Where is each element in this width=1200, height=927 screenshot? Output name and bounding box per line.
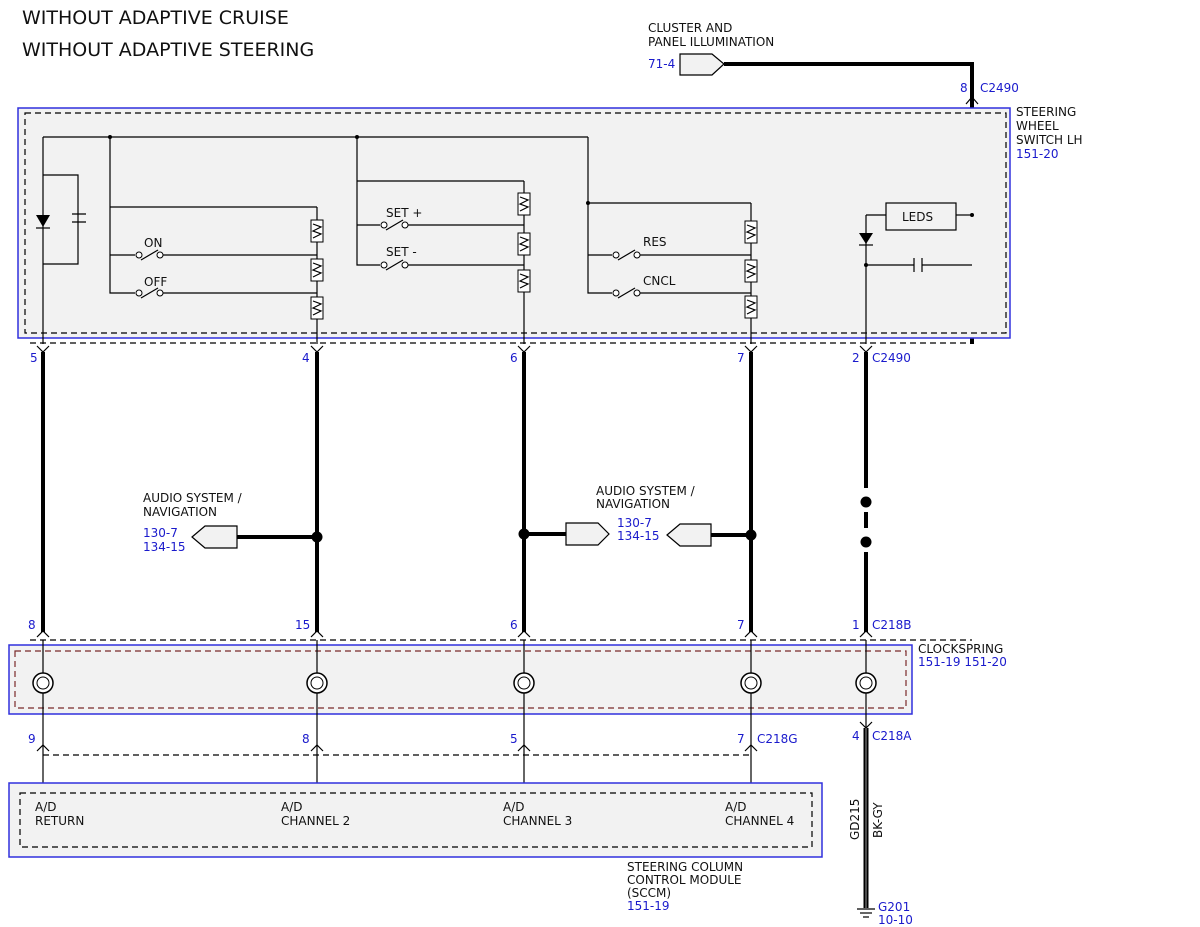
ground-color: BK-GY [871,802,885,838]
steering-wheel-switch-box [17,107,1011,339]
ground-circuit: GD215 [848,799,862,840]
ground-ref: 10-10 [878,913,913,927]
sws-ref: 151-20 [1016,147,1059,161]
c218a-pin-4: 4 [852,729,860,743]
sws-label-2: WHEEL [1016,119,1059,133]
sccm-inner [19,792,813,848]
title-line-2: WITHOUT ADAPTIVE STEERING [22,39,314,61]
c218b-terminals [36,630,873,638]
ground-name: G201 [878,900,910,914]
cluster-ref: 71-4 [648,57,675,71]
audio-left-label-1: AUDIO SYSTEM / [143,491,243,505]
audio-left-ref-2: 134-15 [143,540,186,554]
diode-cap-loop [43,174,79,265]
c218g-name: C218G [757,732,798,746]
c2490-pin-4: 4 [302,351,310,365]
sccm-label-1: STEERING COLUMN [627,860,743,874]
sccm-ref: 151-19 [627,899,670,913]
ground-icon [857,908,875,918]
switch-cncl-label: CNCL [643,274,676,288]
c2490-pin-2: 2 [852,351,860,365]
c218b-pin-6: 6 [510,618,518,632]
c218b-pin-1: 1 [852,618,860,632]
audio-right-label-2: NAVIGATION [596,497,670,511]
resistor-ladder-1 [310,219,324,320]
c218g-terminals [36,744,758,752]
switch-setminus-label: SET - [386,245,417,259]
c2490-top-name: C2490 [980,81,1019,95]
c2490-bottom-name: C2490 [872,351,911,365]
switch-setplus-label: SET + [386,206,422,220]
pin-8-terminal [965,96,979,105]
sccm-ch3-line1: A/D [503,800,525,814]
audio-left-ref-1: 130-7 [143,526,178,540]
sccm-ch1-line1: A/D [35,800,57,814]
splice-ch3 [518,528,530,540]
splice-ch2 [311,531,323,543]
cluster-label-2: PANEL ILLUMINATION [648,35,774,49]
sws-label-3: SWITCH LH [1016,133,1083,147]
resistor-ladder-2 [517,192,531,293]
clockspring-label: CLOCKSPRING [918,642,1003,656]
sccm-ch1-line2: RETURN [35,814,84,828]
audio-left-label-2: NAVIGATION [143,505,217,519]
c2490-pin-7: 7 [737,351,745,365]
title-line-1: WITHOUT ADAPTIVE CRUISE [22,7,289,29]
switch-off-label: OFF [144,275,167,289]
sccm-ch2-line1: A/D [281,800,303,814]
c218g-pin-7: 7 [737,732,745,746]
c218b-pin-8: 8 [28,618,36,632]
leds-label: LEDS [902,210,933,224]
capacitor-icon [72,213,86,223]
clockspring-coils [32,672,877,694]
splice-dot-2 [860,536,872,548]
c218b-pin-15: 15 [295,618,310,632]
resistor-ladder-3 [744,220,758,319]
leds-box [885,202,957,231]
switch-on-label: ON [144,236,162,250]
sccm-box [8,782,823,858]
c218b-pin-7: 7 [737,618,745,632]
sccm-ch3-line2: CHANNEL 3 [503,814,572,828]
diode-icon [36,215,50,227]
c218a-name: C218A [872,729,912,743]
audio-right-connector-a [565,522,610,546]
c2490-pin-6: 6 [510,351,518,365]
audio-right-ref-1: 130-7 [617,516,652,530]
clockspring-inner [14,650,907,709]
c2490-terminals [36,345,873,353]
sccm-label-2: CONTROL MODULE [627,873,742,887]
c2490-pin-5: 5 [30,351,38,365]
sccm-ch2-line2: CHANNEL 2 [281,814,350,828]
splice-dot-1 [860,496,872,508]
c218g-pin-5: 5 [510,732,518,746]
led-capacitor-icon [913,258,923,272]
c218g-pin-8: 8 [302,732,310,746]
audio-right-ref-2: 134-15 [617,529,660,543]
clockspring-refs: 151-19 151-20 [918,655,1007,669]
splice-ch4 [745,529,757,541]
audio-left-connector [191,525,238,549]
c218b-name: C218B [872,618,912,632]
c218g-pin-9: 9 [28,732,36,746]
sccm-ch4-line2: CHANNEL 4 [725,814,794,828]
sccm-ch4-line1: A/D [725,800,747,814]
cluster-label-1: CLUSTER AND [648,21,732,35]
sws-label-1: STEERING [1016,105,1076,119]
switch-res-label: RES [643,235,667,249]
audio-right-connector-b [666,523,712,547]
c2490-pin-8: 8 [960,81,968,95]
cluster-connector-arrow [679,53,725,76]
sccm-label-3: (SCCM) [627,886,671,900]
audio-right-label-1: AUDIO SYSTEM / [596,484,696,498]
steering-wheel-switch-inner [24,112,1007,334]
led-diode-icon [859,233,873,244]
clockspring-box [8,644,913,715]
